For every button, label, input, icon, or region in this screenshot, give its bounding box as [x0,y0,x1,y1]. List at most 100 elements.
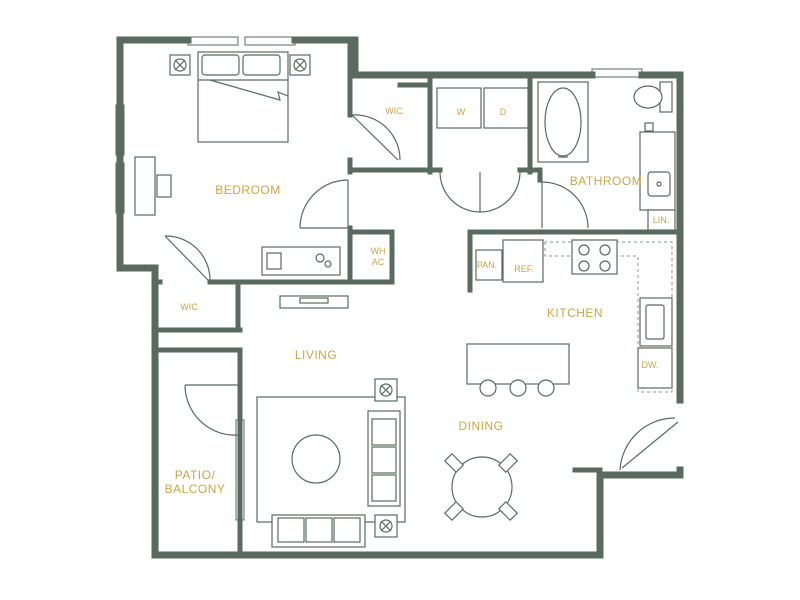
desk-chair [156,174,172,198]
sofa [367,410,401,507]
tv [299,297,329,304]
coffee-table [291,434,341,484]
washer-dryer [436,87,529,129]
lamp-icon [379,519,393,533]
sofa-cushion [371,418,397,446]
bed [197,51,289,143]
exterior-wall-east [638,71,684,404]
interior-walls [152,37,683,558]
bar-stool [479,379,497,397]
door-swing [184,384,239,436]
door-swing [351,114,401,161]
doors [164,114,679,471]
sofa-cushion [371,474,397,502]
dishwasher [637,347,673,389]
door-leaf [351,114,399,161]
dryer [483,87,529,129]
dining-furniture [443,452,519,522]
dining-chair [443,452,465,474]
kitchen-sink [639,297,673,347]
sink [647,171,671,197]
door-swing [439,171,481,213]
dining-chair [497,452,519,474]
faucet [644,122,654,132]
burner [578,244,590,256]
label-kitchen: KITCHEN [547,306,603,320]
linen-closet [647,209,676,231]
label-refrigerator: REF. [514,264,534,274]
bathtub [537,81,589,163]
lamp-icon [379,383,393,397]
burner [578,260,590,272]
nightstand-lamp-left [169,54,191,76]
door-swing [541,181,589,229]
lamp-icon [294,59,306,71]
door-swing [299,179,349,229]
label-bathroom: BATHROOM [570,174,642,188]
tub-basin [544,87,582,157]
bar-stool [509,379,527,397]
lamp-icon [380,384,392,396]
dresser-drawer [266,252,282,270]
dining-chair [443,500,465,522]
pillow [201,54,240,76]
label-linen: LIN. [653,215,670,225]
sofa-cushion [277,517,305,543]
lamp-icon [293,58,307,72]
exterior-wall-north [291,36,596,79]
door-leaf [164,235,209,281]
sofa-cushion [305,517,333,543]
living-furniture [256,295,406,548]
dresser-item [324,260,332,268]
bathroom-fixtures [537,81,676,231]
label-patio: PATIO/ [175,468,216,482]
label-pantry: PAN. [477,260,497,270]
label-wh: WH [371,246,386,256]
pantry [475,249,503,281]
counter-outline [544,241,673,393]
dining-chair [497,500,519,522]
toilet-bowl [633,85,663,109]
desk-top [134,156,156,216]
door-swing [479,171,521,213]
lamp-icon [174,59,186,71]
desk [134,156,172,216]
sofa-cushion [371,446,397,474]
window [591,68,643,78]
lamp-icon [380,520,392,532]
sofa-cushion [333,517,361,543]
door-swing [619,417,676,471]
sink-drain [656,181,662,187]
range [571,239,618,275]
label-dining: DINING [459,419,504,433]
exterior-wall-south [238,466,684,559]
door-leaf [621,421,679,469]
label-washer: W [457,107,466,117]
kitchen-fixtures [466,239,673,397]
lamp-icon [173,58,187,72]
nightstand-lamp-right [289,54,311,76]
blanket-fold [209,79,289,101]
kitchen-island [466,343,570,385]
label-dryer: D [500,107,507,117]
exterior-walls [116,36,684,559]
label-wic-bedroom: WIC [385,106,403,116]
dresser [261,246,341,276]
dining-table [451,456,513,518]
label-balcony: BALCONY [165,482,226,496]
dresser-item [315,253,325,263]
burner [599,260,611,272]
exterior-wall-west [116,36,242,559]
window [187,36,239,46]
washer [436,87,482,129]
label-wic-lower: WIC [180,302,198,312]
window [244,36,296,46]
door-swing [164,235,211,281]
refrigerator [502,239,544,283]
sink-basin [645,304,665,340]
pillow [242,54,281,76]
room-labels: BEDROOM WIC WIC W D BATHROOM LIN. WH AC … [165,106,670,496]
burner [599,244,611,256]
bar-stool [537,379,555,397]
